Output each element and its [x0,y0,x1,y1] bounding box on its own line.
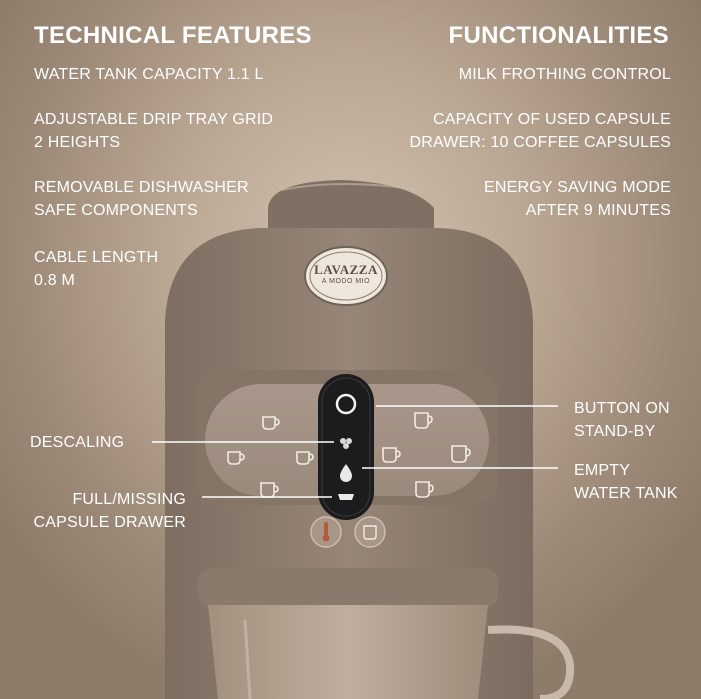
temperature-knob-icon [310,516,342,548]
functionalities-header: FUNCTIONALITIES [448,22,669,49]
technical-features-header: TECHNICAL FEATURES [34,22,312,49]
callout-lines [152,405,558,498]
callout-button-on: BUTTON ON STAND-BY [574,400,670,440]
callout-descaling: DESCALING [30,434,125,451]
function-capsule-drawer: CAPACITY OF USED CAPSULE DRAWER: 10 COFF… [409,111,671,151]
feature-dishwasher: REMOVABLE DISHWASHER SAFE COMPONENTS [34,179,249,219]
callout-capsule-drawer: FULL/MISSING CAPSULE DRAWER [33,491,186,531]
descaling-icon [340,438,352,449]
feature-drip-tray: ADJUSTABLE DRIP TRAY GRID 2 HEIGHTS [34,111,274,151]
brand-tagline: A MODO MIO [321,278,371,285]
power-icon [335,393,357,415]
water-drop-icon [340,464,352,482]
feature-cable-length: CABLE LENGTH 0.8 M [34,249,159,289]
milk-knob-icon [354,516,386,548]
feature-water-tank: WATER TANK CAPACITY 1.1 L [34,66,264,83]
milk-jug [198,568,575,699]
callout-empty-tank: EMPTY WATER TANK [574,462,678,502]
cup-size-icons [227,412,471,498]
brand-logo [304,246,388,306]
function-energy-saving: ENERGY SAVING MODE AFTER 9 MINUTES [483,179,671,219]
brand-name: LAVAZZA [314,262,378,277]
capsule-drawer-icon [338,494,354,500]
brand-logo-text: LAVAZZA A MODO MIO [305,262,387,286]
function-milk-frothing: MILK FROTHING CONTROL [458,66,671,83]
